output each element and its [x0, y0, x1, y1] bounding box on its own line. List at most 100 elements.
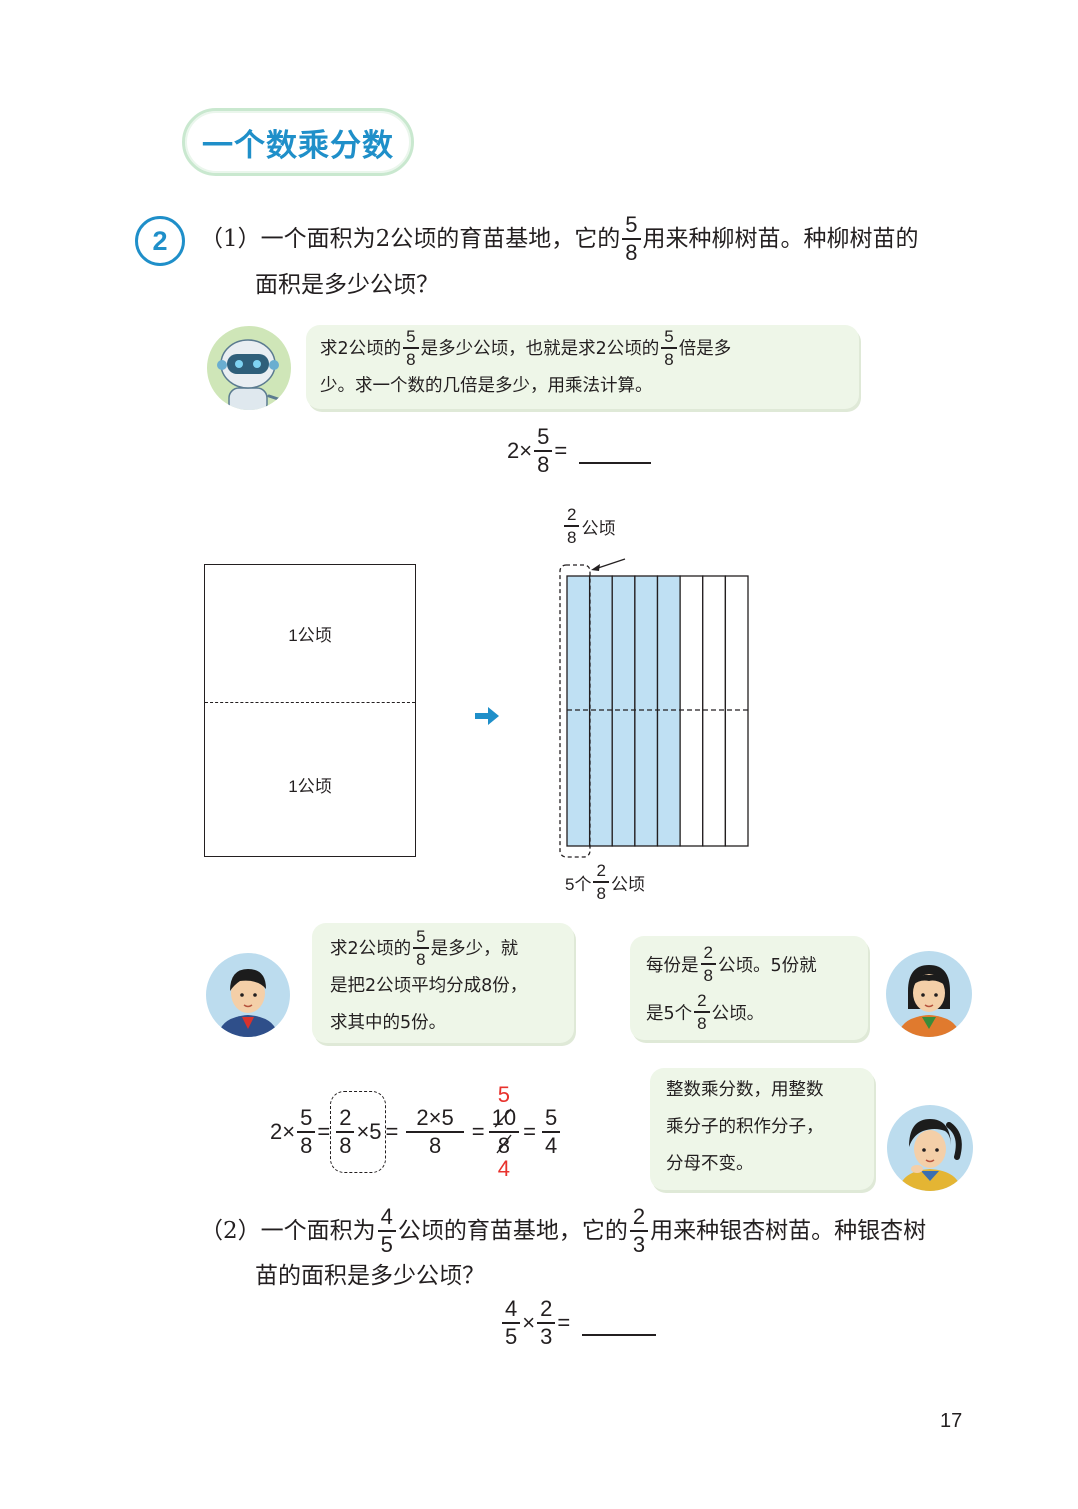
diagram-bottom-text: 5个	[565, 874, 592, 894]
girl2-bubble-line-2: 乘分子的积作分子，	[666, 1117, 824, 1137]
part2-text-c: 用来种银杏树苗。种银杏树	[650, 1218, 927, 1244]
girl-bubble-text-1a: 每份是	[646, 955, 699, 976]
girl2-bubble-line-1: 整数乘分数，用整数	[666, 1080, 824, 1100]
fraction-numerator: 5	[541, 1107, 561, 1133]
equation-1-fraction: 5 8	[534, 426, 553, 477]
answer-blank-2[interactable]	[582, 1310, 657, 1336]
robot-bubble-fraction-1: 5 8	[403, 328, 419, 368]
fraction-numerator: 2	[700, 944, 716, 965]
robot-bubble-fraction-2: 5 8	[661, 328, 677, 369]
fraction-numerator: 5	[297, 1107, 316, 1133]
part2-question: （2） 一个面积为 4 5 公顷的育苗基地，它的 2 3 用来种银杏树苗。种银杏…	[200, 1206, 990, 1296]
equation-1-lead: 2×	[507, 438, 533, 463]
problem-number-badge: 2	[135, 216, 185, 266]
equation-2-equals: =	[557, 1310, 571, 1335]
girl2-avatar	[887, 1105, 973, 1191]
boy-avatar	[206, 953, 290, 1037]
girl-bubble-text-2a: 是5个	[646, 1003, 693, 1024]
fraction-denominator: 8	[416, 949, 426, 969]
calc-equals-2: =	[385, 1119, 399, 1144]
half-divider	[205, 702, 415, 703]
pointer-arrow-line	[594, 558, 626, 570]
girl-bubble-fraction-2: 2 8	[694, 992, 710, 1033]
fraction-denominator: 8	[664, 349, 674, 369]
robot-bubble-text-1b: 是多少公顷，也就是求2公顷的	[420, 339, 660, 359]
boy-bubble-text-1a: 求2公顷的	[330, 939, 412, 959]
fraction-denominator: 5	[380, 1232, 393, 1257]
shaded-eighth-column	[566, 575, 591, 847]
cancel-bottom-4: 4	[497, 1156, 510, 1181]
fraction-denominator: 3	[540, 1324, 553, 1349]
eighth-column	[679, 575, 704, 847]
fraction-denominator: 8	[537, 452, 550, 477]
section-title: 一个数乘分数	[202, 127, 394, 164]
fraction-denominator: 8	[697, 1014, 707, 1033]
girl2-speech-bubble: 整数乘分数，用整数 乘分子的积作分子， 分母不变。	[650, 1068, 874, 1190]
one-eighth-highlight	[559, 564, 591, 858]
page-number: 17	[940, 1410, 963, 1432]
part2-line2: 苗的面积是多少公顷？	[255, 1263, 485, 1289]
diagram-top-unit: 公顷	[581, 518, 616, 538]
fraction-numerator: 5	[403, 328, 419, 349]
fraction-numerator: 2	[564, 506, 580, 527]
equation-2: 4 5 × 2 3 =	[500, 1297, 657, 1349]
robot-bubble-line-2: 少。求一个数的几倍是多少，用乘法计算。	[320, 376, 653, 396]
robot-speech-bubble: 求2公顷的 5 8 是多少公顷，也就是求2公顷的 5 8 倍是多 少。求一个数的…	[306, 325, 859, 409]
calc-equals-1: =	[317, 1119, 331, 1144]
right-arrow-icon	[473, 704, 501, 728]
diagram-bottom-fraction: 2 8	[593, 862, 609, 903]
part1-text-a: 一个面积为2公顷的育苗基地，它的	[260, 226, 621, 252]
equation-2-fraction-1: 4 5	[502, 1298, 521, 1349]
pointer-arrow-head	[591, 564, 600, 571]
girl-icon	[898, 965, 960, 1037]
diagram-top-fraction: 2 8	[564, 506, 580, 546]
fraction-numerator: 5	[413, 928, 429, 949]
part1-line2: 面积是多少公顷？	[255, 272, 439, 298]
girl2-icon	[899, 1119, 962, 1191]
calc-fraction-5: 5 4	[541, 1107, 561, 1157]
fraction-denominator: 8	[300, 1133, 313, 1158]
fraction-denominator: 5	[505, 1324, 518, 1349]
two-hectare-rectangle: 1公顷 1公顷	[204, 564, 416, 857]
part2-label: （2）	[200, 1218, 261, 1244]
equation-1-equals: =	[554, 438, 568, 463]
shaded-eighth-column	[656, 575, 681, 847]
shaded-eighth-column	[611, 575, 636, 847]
boy-speech-bubble: 求2公顷的 5 8 是多少，就 是把2公顷平均分成8份， 求其中的5份。	[312, 923, 574, 1043]
fraction-denominator: 8	[596, 884, 606, 903]
calc-fraction-4: 10 8	[488, 1107, 520, 1157]
part1-question: （1） 一个面积为2公顷的育苗基地，它的 5 8 用来种柳树苗。种柳树苗的 面积…	[200, 214, 980, 306]
part2-fraction-2: 2 3	[629, 1206, 649, 1257]
equation-2-times: ×	[522, 1310, 536, 1335]
robot-icon	[217, 339, 289, 410]
fraction-numerator: 2	[694, 992, 710, 1013]
diagram-top-label: 2 8 公顷	[562, 506, 615, 546]
part1-text-b: 用来种柳树苗。种柳树苗的	[642, 226, 919, 252]
cancel-top-5: 5	[497, 1082, 510, 1107]
eighths-diagram	[559, 558, 749, 858]
girl2-bubble-line-3: 分母不变。	[666, 1154, 754, 1174]
section-title-pill: 一个数乘分数	[182, 108, 414, 176]
robot-bubble-text-1a: 求2公顷的	[320, 339, 402, 359]
fraction-denominator: 3	[632, 1232, 646, 1257]
equation-1: 2× 5 8 =	[507, 426, 652, 477]
part1-fraction: 5 8	[622, 214, 641, 265]
boy-bubble-line-3: 求其中的5份。	[330, 1013, 447, 1033]
upper-hectare-label: 1公顷	[288, 626, 332, 645]
girl-bubble-text-1b: 公顷。5份就	[717, 955, 817, 976]
fraction-numerator: 2	[629, 1206, 649, 1232]
fraction-numerator: 2	[537, 1298, 556, 1324]
robot-bubble-text-1c: 倍是多	[678, 339, 732, 359]
part1-label: （1）	[200, 226, 261, 252]
fraction-denominator: 8	[625, 240, 638, 265]
girl-bubble-fraction-1: 2 8	[700, 944, 716, 984]
fraction-denominator: 8	[428, 1133, 442, 1158]
answer-blank-1[interactable]	[579, 438, 652, 464]
calc-lead: 2×	[270, 1119, 296, 1144]
equation-2-fraction-2: 2 3	[537, 1298, 556, 1349]
fraction-numerator: 5	[622, 214, 641, 240]
fraction-numerator: 5	[661, 328, 677, 349]
calc-times-5: ×5	[356, 1119, 382, 1144]
lower-hectare-label: 1公顷	[288, 777, 332, 796]
girl-avatar	[886, 951, 972, 1037]
